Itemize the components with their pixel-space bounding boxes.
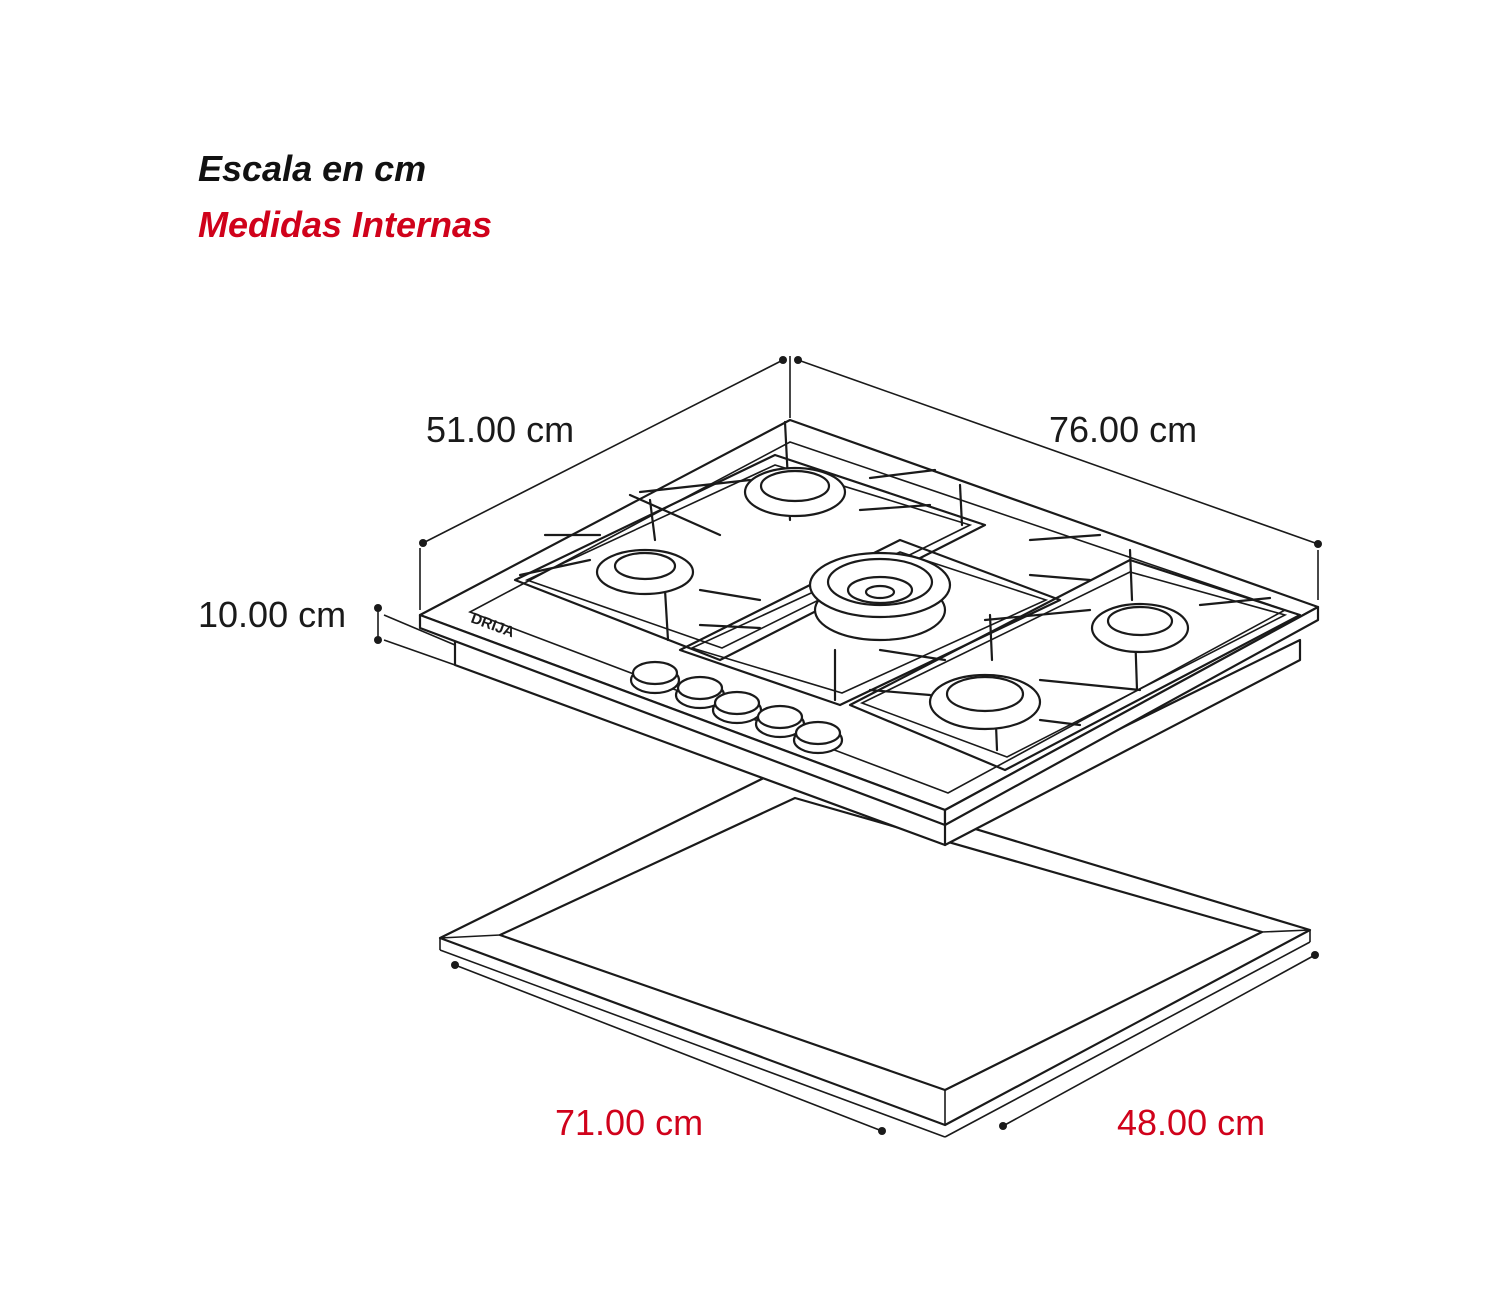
knob — [792, 720, 844, 755]
burner-front — [928, 673, 1042, 731]
burner-left — [595, 548, 695, 596]
cutout-width-label: 71.00 cm — [555, 1102, 703, 1143]
burner-rear — [743, 466, 847, 518]
burner-right — [1090, 602, 1190, 654]
burners — [595, 466, 1190, 731]
knob — [674, 675, 726, 710]
knob — [711, 690, 763, 725]
knob — [754, 704, 806, 739]
cutout-depth-label: 48.00 cm — [1117, 1102, 1265, 1143]
cutout-frame — [438, 768, 1312, 1138]
control-knobs — [629, 660, 844, 755]
depth-label: 51.00 cm — [426, 409, 574, 450]
dimension-lines — [374, 356, 1322, 1135]
burner-wok — [808, 551, 952, 642]
knob — [629, 660, 681, 695]
scale-note: Escala en cm — [198, 148, 427, 189]
height-label: 10.00 cm — [198, 594, 346, 635]
width-label: 76.00 cm — [1049, 409, 1197, 450]
internal-measures-note: Medidas Internas — [198, 204, 493, 245]
